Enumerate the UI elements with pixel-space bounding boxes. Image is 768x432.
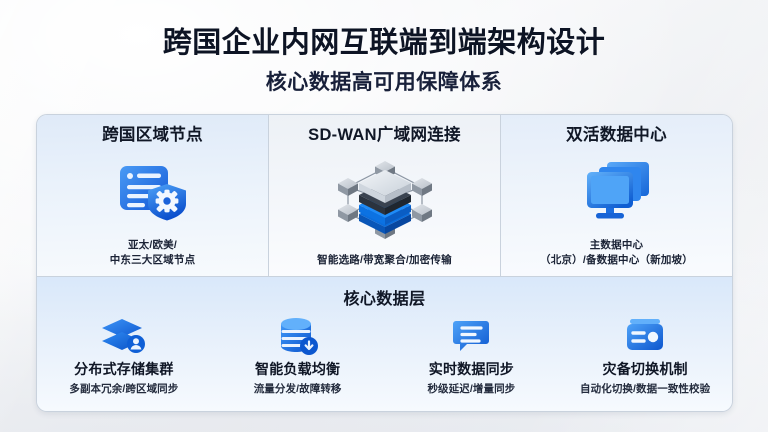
page-title: 跨国企业内网互联端到端架构设计 (162, 27, 606, 59)
item-realtime-sync[interactable]: 实时数据同步 秒级延迟/增量同步 (385, 313, 559, 411)
panel-description: 主数据中心 （北京）/备数据中心（新加坡） (540, 238, 693, 268)
item-subtext: 自动化切换/数据一致性校验 (580, 383, 711, 395)
item-load-balancing[interactable]: 智能负载均衡 流量分发/故障转移 (211, 313, 385, 411)
database-download-icon (277, 316, 319, 356)
id-card-switch-icon (625, 316, 665, 356)
stacked-layers-storage-icon (101, 316, 147, 356)
item-subtext: 流量分发/故障转移 (253, 383, 342, 395)
panel-description-line1: 主数据中心 (589, 238, 644, 251)
panel-description-line2: 中东三大区域节点 (109, 253, 196, 266)
dual-monitor-icon (509, 144, 724, 237)
panel-description-line2: （北京）/备数据中心（新加坡） (540, 253, 693, 266)
item-subtext: 多副本冗余/跨区域同步 (69, 383, 179, 395)
panel-description: 亚太/欧美/ 中东三大区域节点 (110, 238, 196, 268)
item-disaster-recovery-switch[interactable]: 灾备切换机制 自动化切换/数据一致性校验 (558, 313, 732, 411)
item-label: 分布式存储集群 (74, 361, 174, 377)
document-shield-gear-icon (45, 144, 260, 237)
page-heading: 跨国企业内网互联端到端架构设计 核心数据高可用保障体系 (0, 26, 768, 95)
item-label: 灾备切换机制 (602, 361, 688, 377)
core-data-layer-section: 核心数据层 (37, 277, 732, 411)
panel-description-line1: 亚太/欧美/ (127, 238, 178, 251)
panel-title: 跨国区域节点 (102, 126, 203, 144)
item-distributed-storage[interactable]: 分布式存储集群 多副本冗余/跨区域同步 (37, 313, 211, 411)
item-label: 智能负载均衡 (255, 361, 341, 377)
panel-title: 双活数据中心 (566, 126, 667, 144)
page-subtitle: 核心数据高可用保障体系 (265, 70, 503, 94)
panel-description: 智能选路/带宽聚合/加密传输 (317, 253, 452, 268)
item-label: 实时数据同步 (428, 361, 514, 377)
panel-sdwan[interactable]: SD-WAN广域网连接 (268, 115, 500, 276)
core-data-layer-items: 分布式存储集群 多副本冗余/跨区域同步 (37, 313, 732, 411)
panel-title: SD-WAN广域网连接 (308, 126, 461, 144)
section-title: 核心数据层 (343, 291, 426, 308)
architecture-card: 跨国区域节点 (36, 114, 733, 412)
panel-regional-nodes[interactable]: 跨国区域节点 (37, 115, 268, 276)
top-panel-row: 跨国区域节点 (37, 115, 732, 277)
panel-active-active-datacenter[interactable]: 双活数据中心 (500, 115, 732, 276)
item-subtext: 秒级延迟/增量同步 (427, 383, 516, 395)
speech-bubble-lines-icon (452, 316, 490, 356)
isometric-network-stack-icon (277, 144, 492, 253)
panel-description-line1: 智能选路/带宽聚合/加密传输 (317, 253, 452, 266)
